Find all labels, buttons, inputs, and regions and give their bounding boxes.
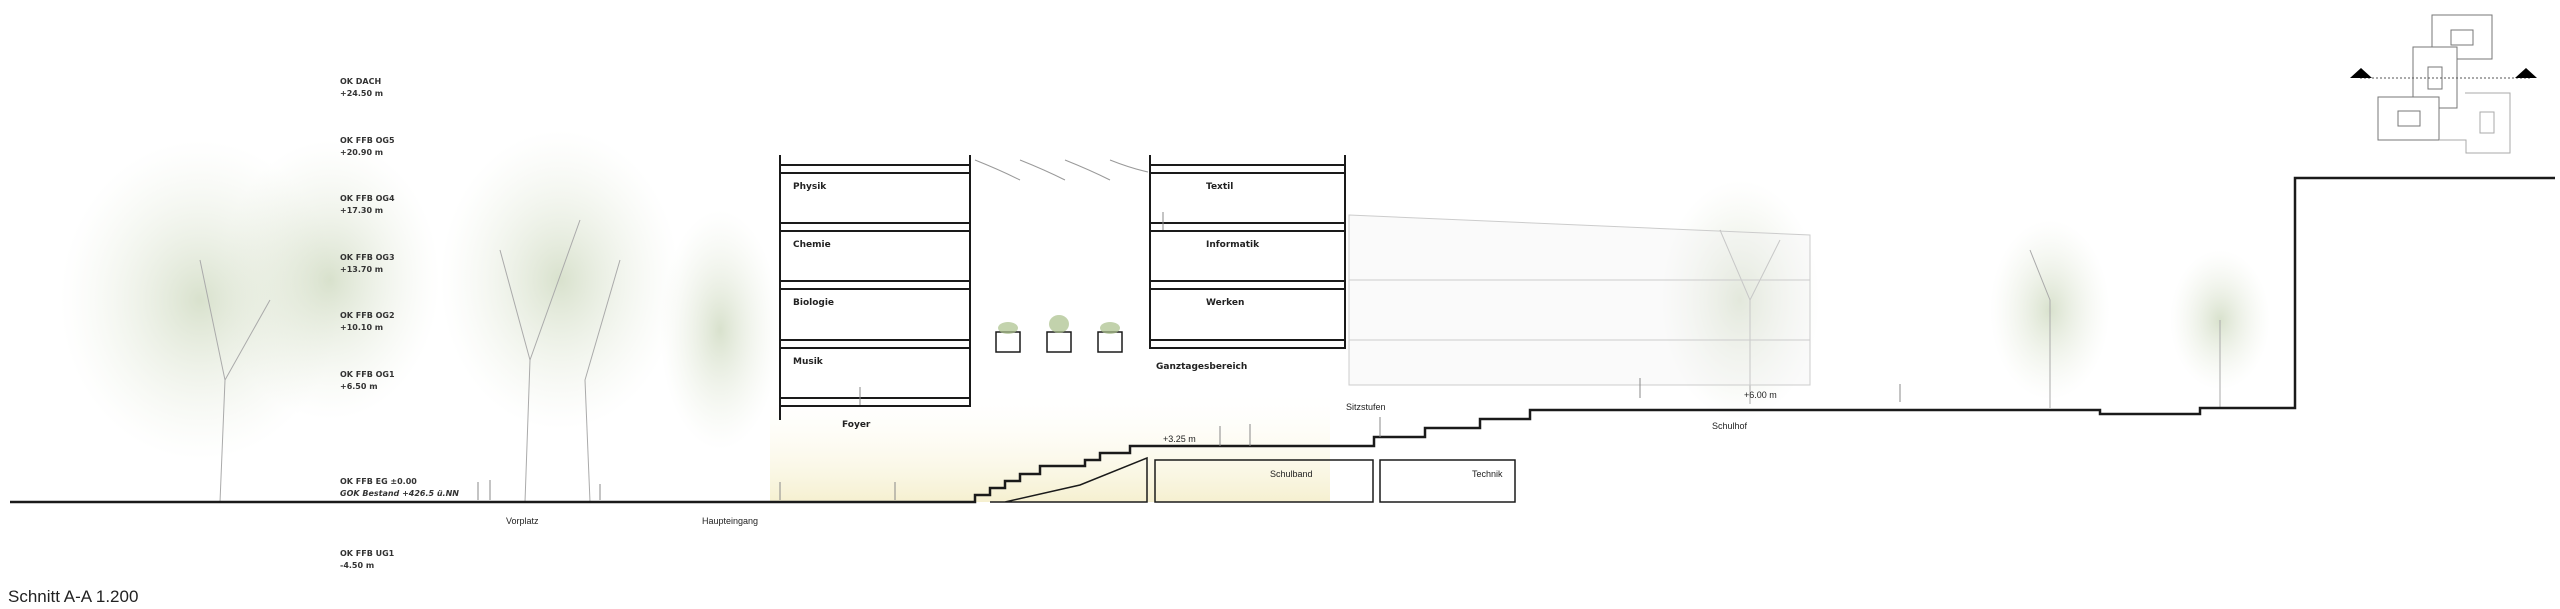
basement — [990, 456, 1516, 503]
label-sitzstufen: Sitzstufen — [1346, 402, 1386, 412]
room-musik: Musik — [793, 357, 824, 367]
room-informatik: Informatik — [1206, 240, 1260, 250]
drawing-title: Schnitt A-A 1.200 — [8, 587, 138, 606]
atrium-glow — [770, 395, 1330, 502]
level-height: +17.30 m — [340, 206, 383, 215]
building-right — [1149, 155, 1346, 349]
ground-line — [10, 176, 2555, 504]
room-labels: Physik Chemie Biologie Musik Foyer Texti… — [506, 182, 1777, 526]
room-werken: Werken — [1206, 298, 1244, 308]
section-marker-icon — [2515, 68, 2537, 78]
section-marker-icon — [2350, 68, 2372, 78]
level-600: +6.00 m — [1744, 390, 1777, 400]
technik-room — [1379, 459, 1516, 503]
level-height: +10.10 m — [340, 323, 383, 332]
trees — [60, 130, 2270, 503]
level-name: OK DACH — [340, 77, 381, 86]
label-vorplatz: Vorplatz — [506, 516, 539, 526]
room-physik: Physik — [793, 182, 827, 192]
level-height: +20.90 m — [340, 148, 383, 157]
room-biologie: Biologie — [793, 298, 834, 308]
level-325: +3.25 m — [1163, 434, 1196, 444]
level-name: OK FFB OG5 — [340, 136, 395, 145]
label-haupteingang: Haupteingang — [702, 516, 758, 526]
level-name: OK FFB OG4 — [340, 194, 395, 203]
people — [477, 212, 1901, 500]
label-schulhof: Schulhof — [1712, 421, 1748, 431]
label-schulband: Schulband — [1270, 469, 1313, 479]
planters — [995, 331, 1123, 353]
level-name: OK FFB OG3 — [340, 253, 395, 262]
room-foyer: Foyer — [842, 420, 871, 430]
level-name: OK FFB OG2 — [340, 311, 395, 320]
label-technik: Technik — [1472, 469, 1503, 479]
key-plan — [2350, 14, 2537, 154]
level-name: OK FFB UG1 — [340, 549, 395, 558]
level-name: OK FFB EG ±0.00 — [340, 477, 417, 486]
level-height: +6.50 m — [340, 382, 378, 391]
level-height: GOK Bestand +426.5 ü.NN — [340, 489, 459, 498]
planter-plants — [998, 315, 1120, 334]
schulband-room — [1154, 459, 1374, 503]
building-left — [779, 155, 971, 420]
level-markers: OK DACH +24.50 m OK FFB OG5 +20.90 m OK … — [340, 77, 459, 570]
level-height: +13.70 m — [340, 265, 383, 274]
level-height: -4.50 m — [340, 561, 374, 570]
existing-building-ghost — [1348, 214, 1811, 386]
room-ganztagesbereich: Ganztagesbereich — [1156, 362, 1247, 372]
level-name: OK FFB OG1 — [340, 370, 395, 379]
level-height: +24.50 m — [340, 89, 383, 98]
room-chemie: Chemie — [793, 240, 831, 250]
atrium-roof — [974, 159, 1149, 181]
room-textil: Textil — [1206, 182, 1233, 192]
